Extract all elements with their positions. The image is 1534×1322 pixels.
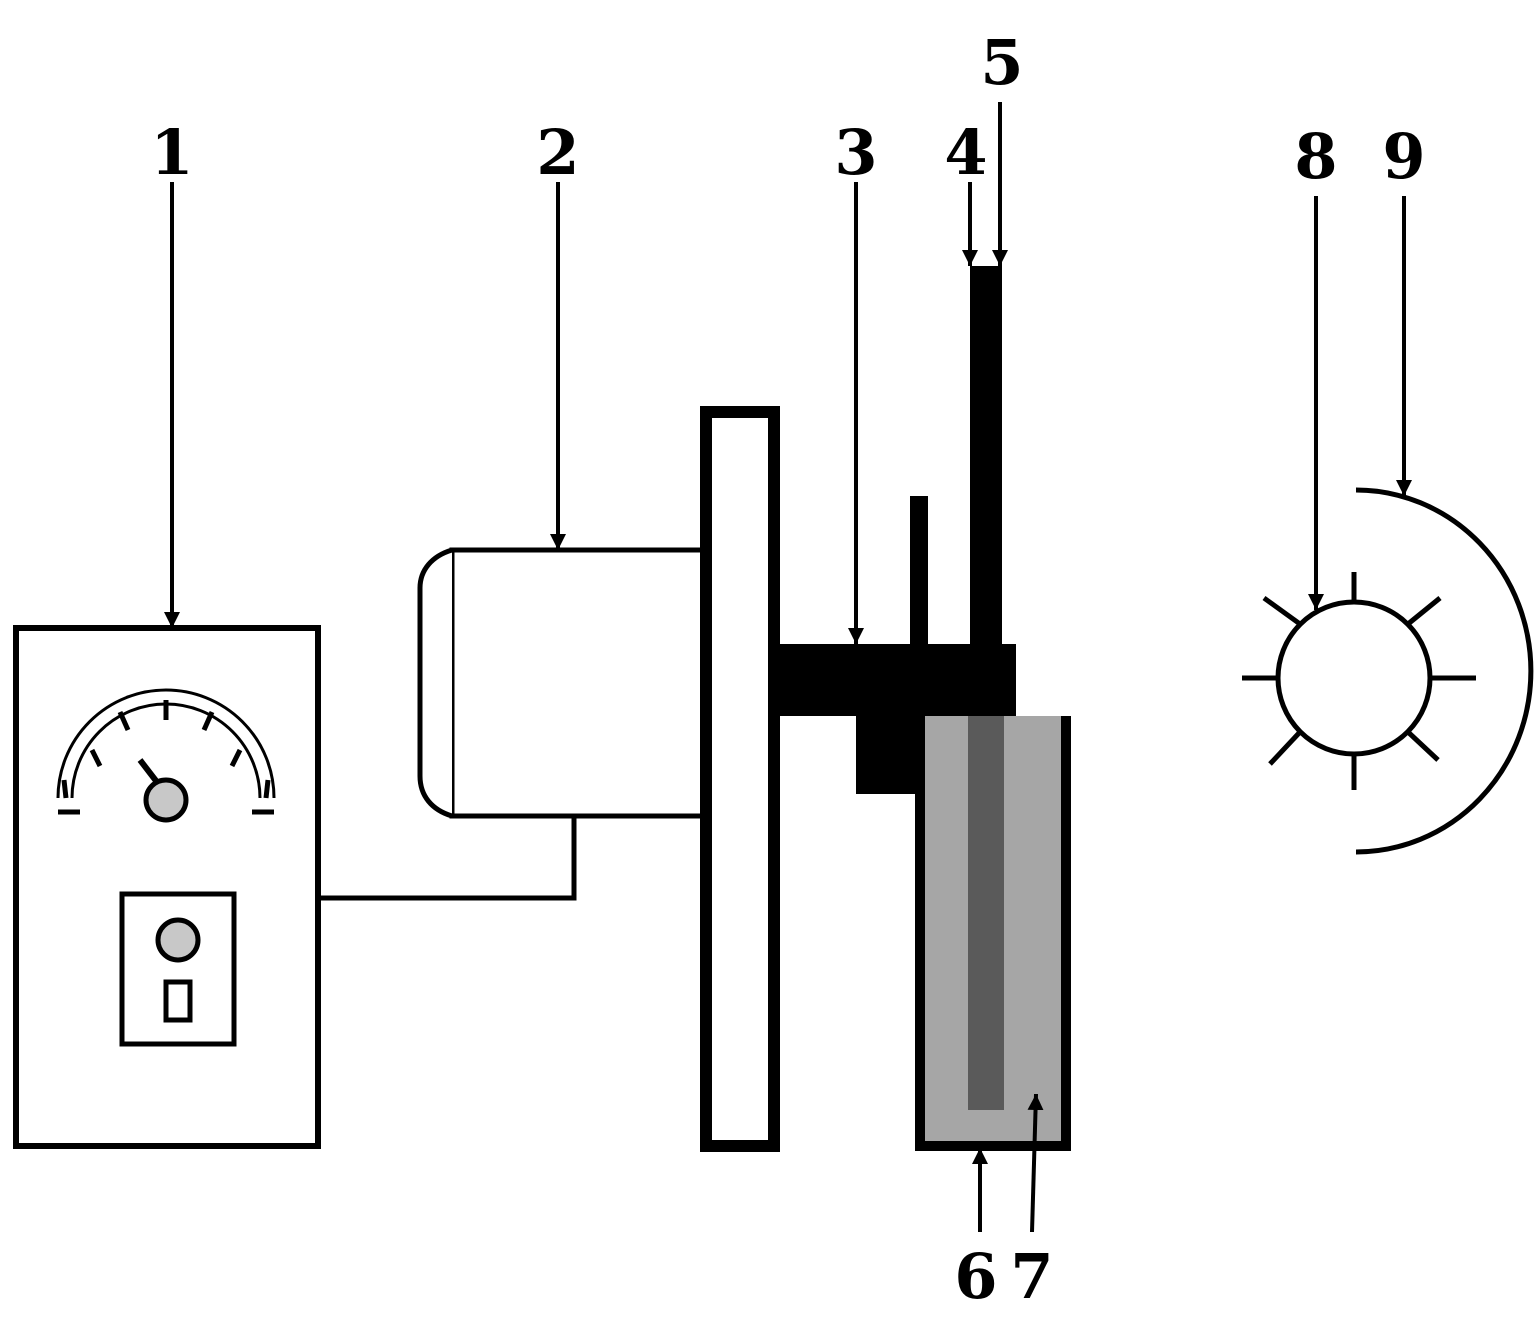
gauge-knob bbox=[143, 777, 189, 823]
connecting-wire bbox=[318, 816, 577, 901]
label-5: 5 bbox=[980, 26, 1023, 99]
power-switch bbox=[163, 979, 193, 1023]
leader-arrows bbox=[164, 102, 1412, 1233]
light-source bbox=[1242, 572, 1476, 790]
mounting-plate bbox=[700, 406, 780, 1152]
drive-shaft bbox=[774, 496, 1016, 794]
label-3: 3 bbox=[834, 116, 877, 189]
motor bbox=[417, 547, 707, 819]
label-9: 9 bbox=[1382, 120, 1425, 193]
label-8: 8 bbox=[1294, 120, 1337, 193]
electrode-stem bbox=[970, 266, 1002, 644]
gauge-dial bbox=[56, 688, 276, 823]
label-4: 4 bbox=[944, 116, 987, 189]
arrow-7 bbox=[1027, 1093, 1044, 1233]
label-2: 2 bbox=[536, 116, 579, 189]
label-7: 7 bbox=[1010, 1240, 1053, 1313]
electrode-rod bbox=[968, 716, 1004, 1110]
label-6: 6 bbox=[954, 1240, 997, 1313]
indicator-lamp bbox=[155, 917, 201, 963]
control-unit bbox=[13, 625, 321, 1149]
switch-panel bbox=[119, 891, 237, 1047]
reflector bbox=[1355, 487, 1534, 855]
label-1: 1 bbox=[150, 116, 193, 189]
